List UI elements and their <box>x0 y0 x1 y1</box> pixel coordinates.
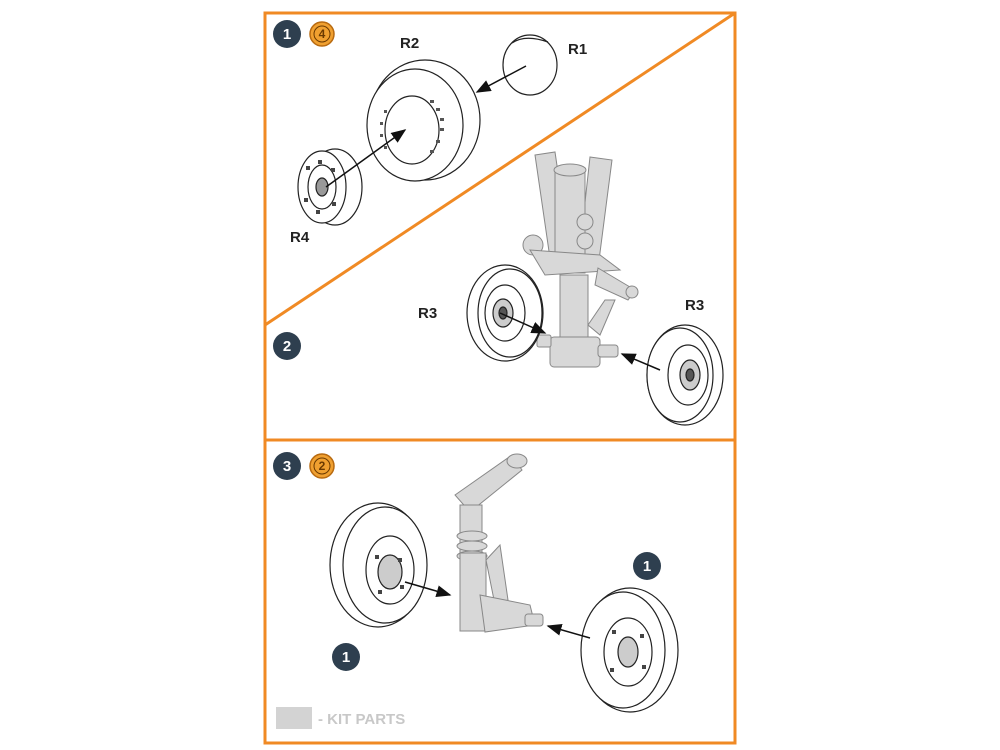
svg-text:1: 1 <box>643 558 651 575</box>
kit-parts-legend: - KIT PARTS <box>276 707 405 729</box>
kit-parts-label: - KIT PARTS <box>318 711 405 728</box>
part-r3-right-wheel <box>646 324 724 426</box>
part-r1-hubcap <box>502 34 558 96</box>
part-r4-wheel-hub <box>297 148 363 226</box>
step-2-arrows <box>499 312 661 371</box>
step-1-badge: 1 <box>273 20 301 48</box>
panel-frames <box>263 11 737 745</box>
kit-parts-swatch <box>276 707 312 729</box>
svg-text:1: 1 <box>283 26 291 43</box>
label-r2: R2 <box>400 35 419 52</box>
label-r3-left: R3 <box>418 305 437 322</box>
frame-step-3 <box>263 438 737 745</box>
svg-text:3: 3 <box>283 458 291 475</box>
svg-text:2: 2 <box>283 338 291 355</box>
part-r2-tire <box>366 59 481 182</box>
nose-gear-strut <box>454 453 544 633</box>
diagonal-divider <box>264 11 736 327</box>
svg-text:2: 2 <box>319 459 326 473</box>
callout-left-1: 1 <box>332 643 360 671</box>
svg-text:4: 4 <box>319 27 326 41</box>
step-3-left-wheel <box>329 502 428 628</box>
label-r3-right: R3 <box>685 297 704 314</box>
callout-right-1: 1 <box>633 552 661 580</box>
label-r4: R4 <box>290 229 310 246</box>
step-3-arrows <box>404 581 591 639</box>
part-r3-left-wheel <box>466 264 544 362</box>
step-3-badge: 3 <box>273 452 301 480</box>
svg-text:1: 1 <box>342 649 350 666</box>
step-1-ref-badge: 4 <box>309 21 335 47</box>
step-2-badge: 2 <box>273 332 301 360</box>
main-gear-strut <box>522 151 639 368</box>
label-r1: R1 <box>568 41 587 58</box>
step-3-ref-badge: 2 <box>309 453 335 479</box>
step-3-right-wheel <box>580 587 679 713</box>
step-1-arrows <box>325 65 527 188</box>
